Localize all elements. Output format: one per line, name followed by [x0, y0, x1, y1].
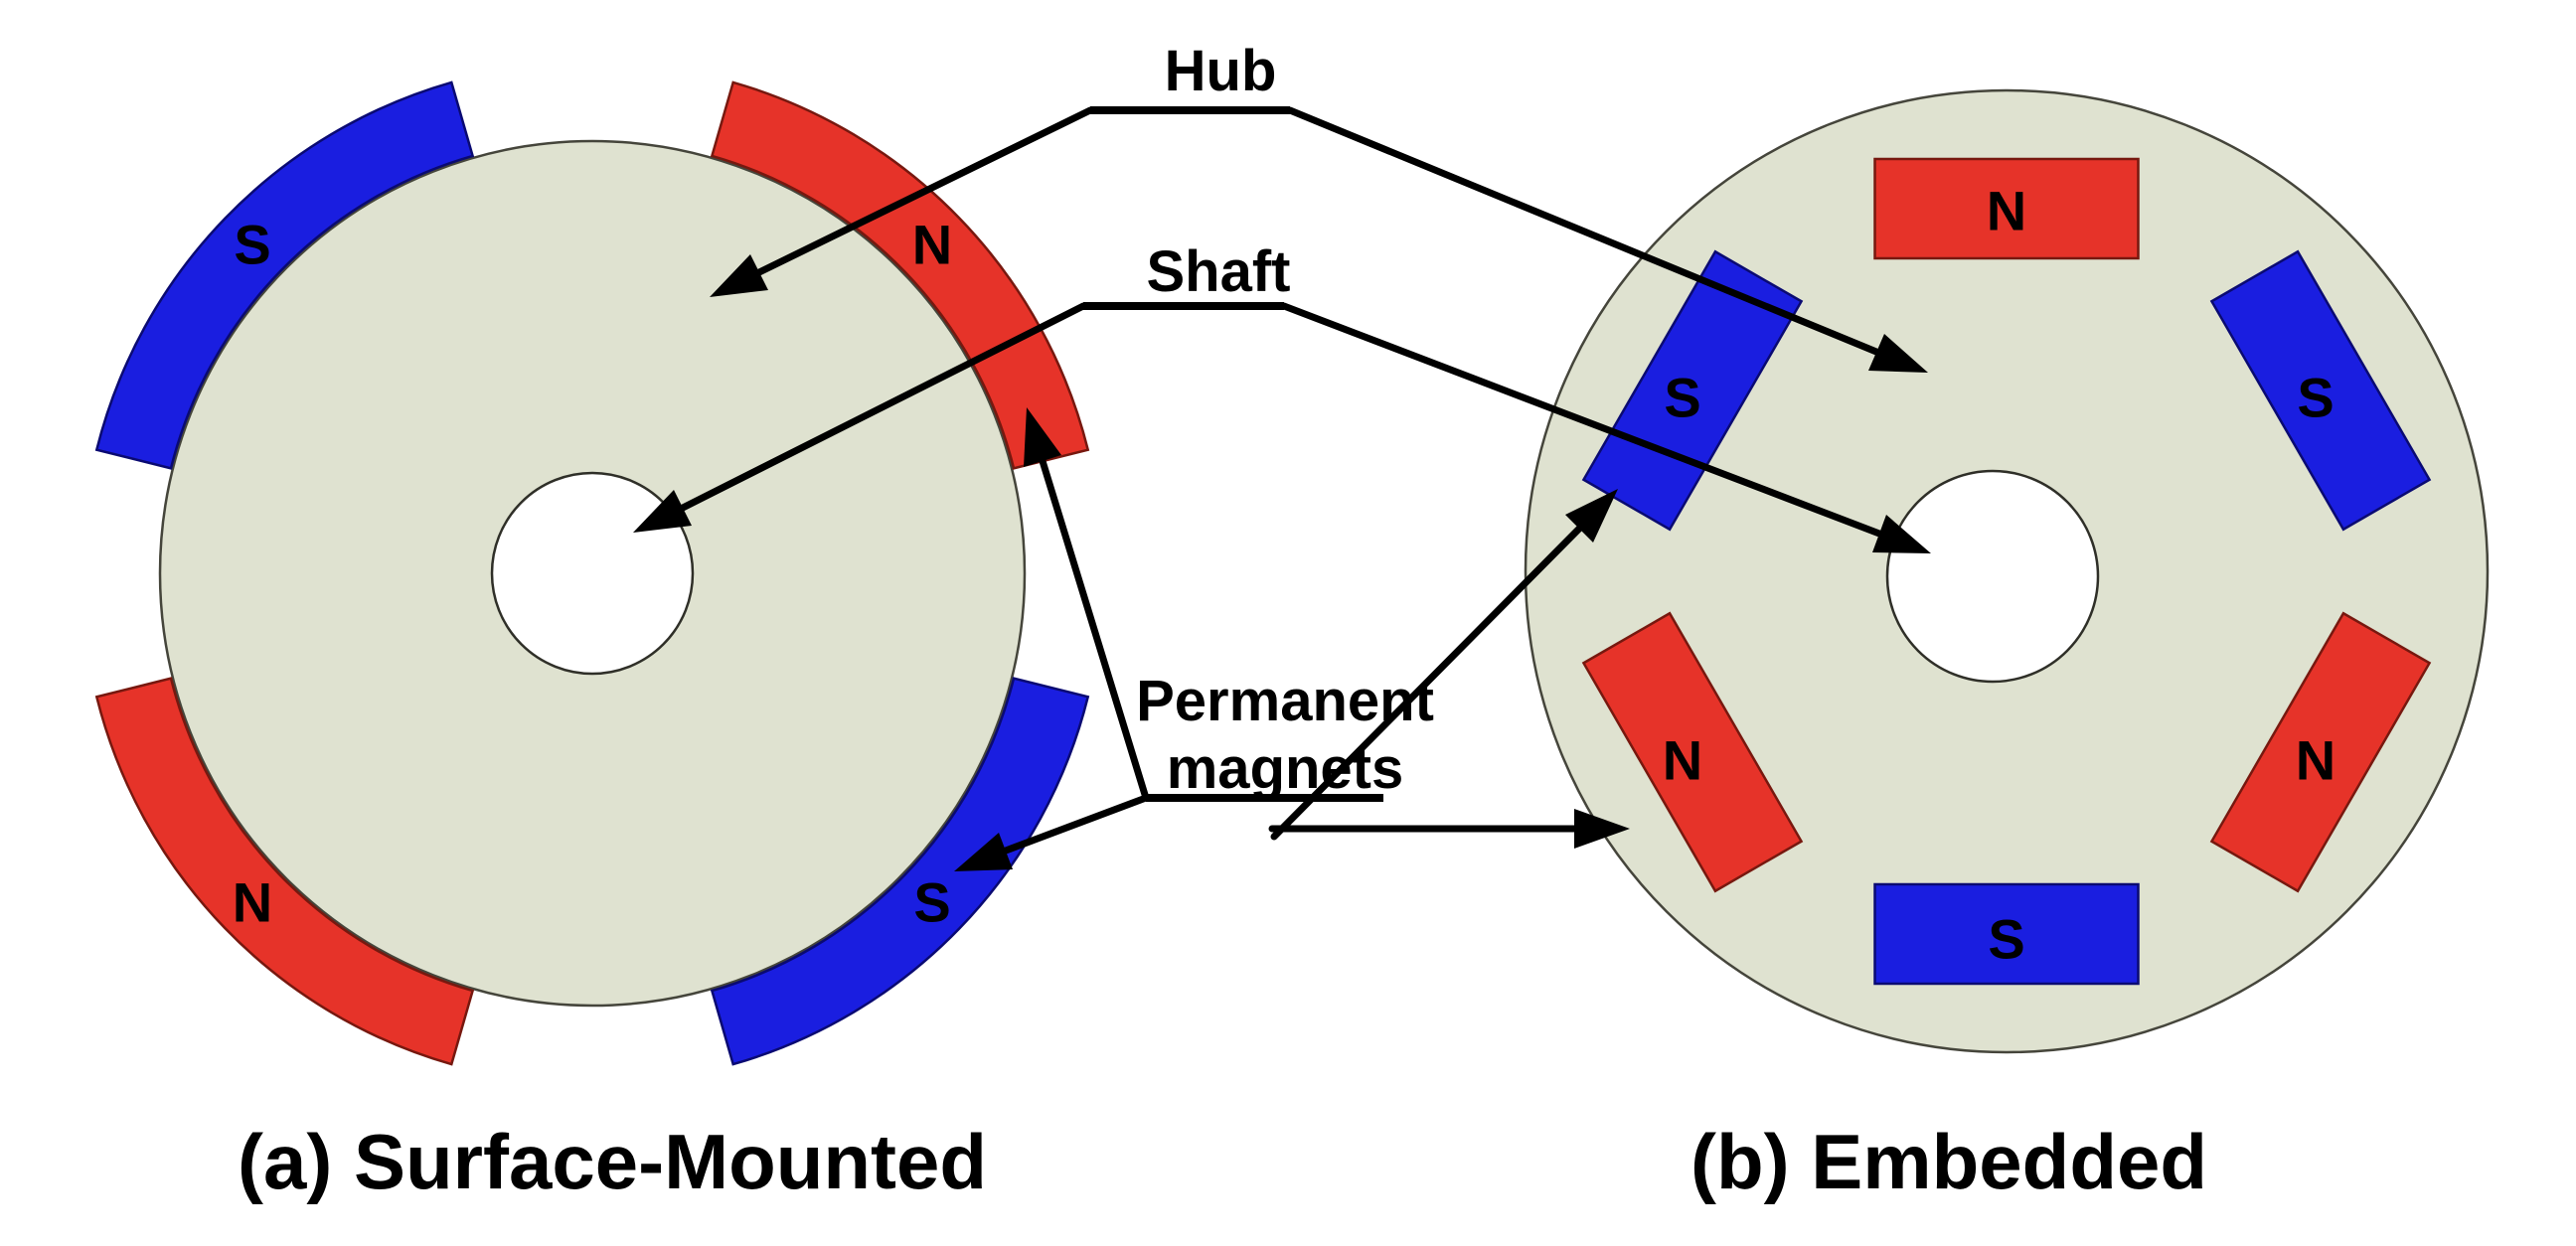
pm-arrow-diagonal-head: [1565, 489, 1618, 543]
rotor-a: S N N S: [94, 80, 1090, 1066]
hub-arrow-right-head: [1868, 334, 1928, 373]
shaft-arrow-right-head: [1872, 515, 1931, 553]
pole-letter: N: [912, 214, 952, 276]
hub-arrow-right-line: [1286, 106, 1880, 356]
magnet-rect-top: [1873, 157, 2140, 260]
pole-letter: S: [1664, 367, 1700, 429]
pole-letter: S: [913, 871, 950, 934]
hub-arrow-left-head: [710, 254, 768, 297]
caption-surface-mounted: (a) Surface-Mounted: [238, 1118, 987, 1205]
pm-arrow-diagonal-line: [1270, 525, 1583, 841]
pm-arrow-up-head: [1024, 407, 1061, 467]
pm-arrow-horizontal-head: [1574, 809, 1630, 849]
shaft-arrow-right-line: [1280, 302, 1883, 538]
shaft-label: Shaft: [1147, 239, 1291, 304]
pm-arrow-up-line: [1039, 457, 1150, 802]
pole-letter: S: [234, 214, 270, 276]
caption-embedded: (b) Embedded: [1690, 1118, 2207, 1205]
magnet-rect-bottom: [1873, 882, 2140, 986]
pole-letter: N: [1663, 729, 1702, 792]
rotor-b: N S N S N S: [1524, 88, 2490, 1054]
pole-letter: N: [233, 871, 272, 934]
magnet-rect-upper-right: [2209, 249, 2432, 532]
rotor-b-shaft-hole: [1885, 469, 2100, 684]
magnet-arc-top-left: [94, 80, 475, 470]
hub-label: Hub: [1165, 39, 1277, 103]
magnet-arc-bottom-left: [94, 677, 475, 1066]
magnet-rect-upper-left: [1581, 249, 1804, 532]
shaft-arrow-left-head: [633, 490, 692, 533]
pole-letter: S: [1988, 908, 2024, 971]
magnet-rect-lower-right: [2209, 611, 2432, 893]
pole-letter: N: [1987, 180, 2026, 242]
magnet-rect-lower-left: [1581, 611, 1804, 893]
pole-letter: S: [2297, 367, 2334, 429]
pm-arrow-downleft-line: [1002, 794, 1150, 855]
pole-letter: N: [2296, 729, 2335, 792]
hub-arrow-left-line: [755, 106, 1094, 276]
shaft-arrow-left-line: [679, 302, 1087, 512]
magnet-arc-bottom-right: [710, 677, 1090, 1066]
pm-arrow-downleft-head: [954, 833, 1013, 871]
annotations: Hub Shaft Permanent magnets: [633, 39, 1931, 871]
magnet-arc-top-right: [710, 80, 1090, 470]
